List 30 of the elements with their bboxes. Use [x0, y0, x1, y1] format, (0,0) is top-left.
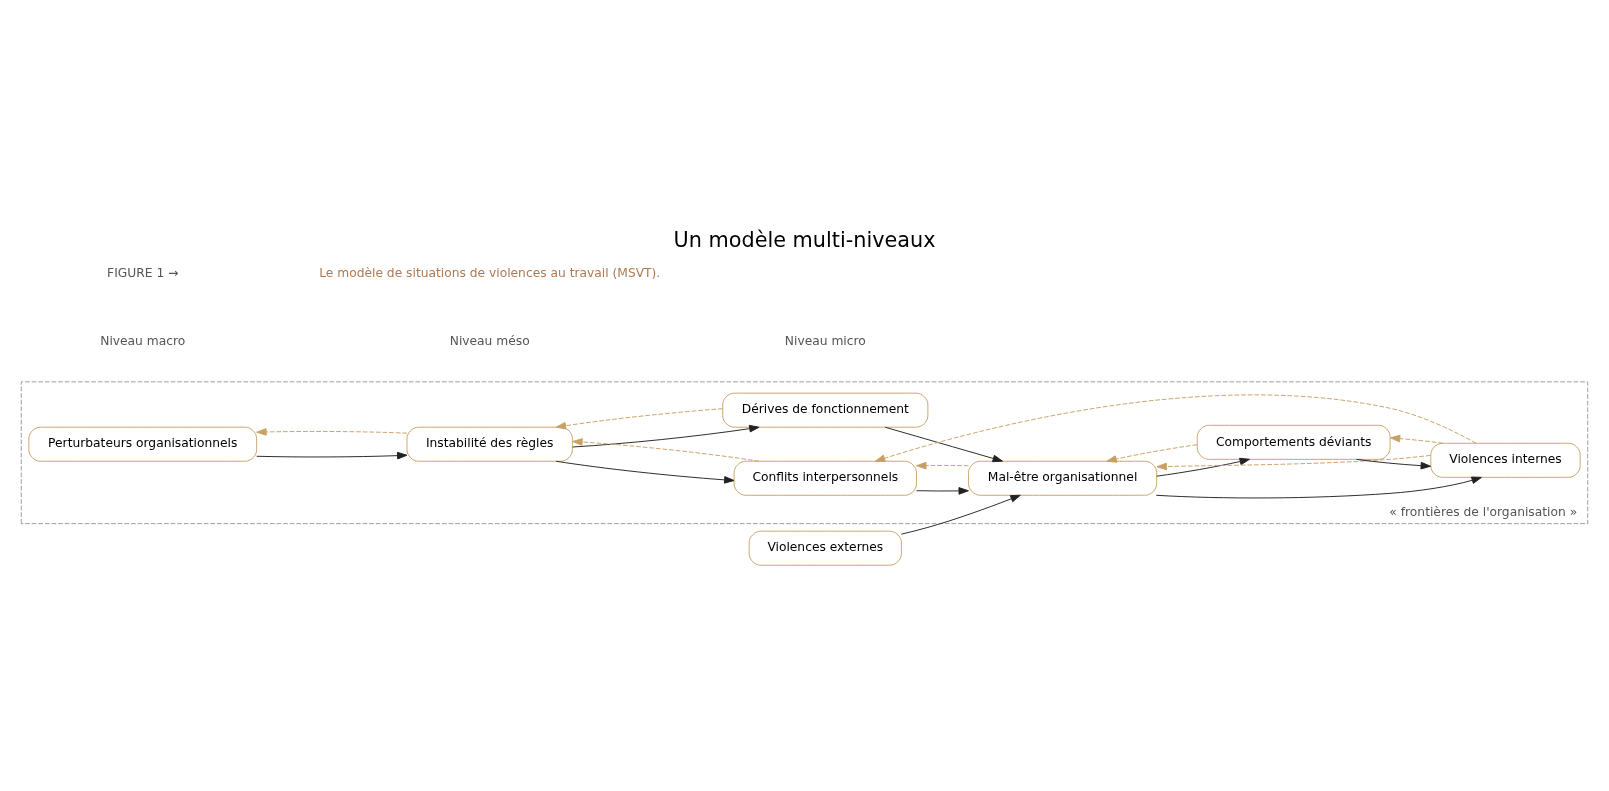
- arrow: [555, 460, 735, 484]
- arrow: [1155, 476, 1482, 498]
- arrow: [1106, 443, 1198, 463]
- arrow: [884, 426, 1003, 462]
- node-box: Comportements déviants: [1196, 424, 1391, 460]
- node-box: Dérives de fonctionnement: [722, 392, 929, 428]
- arrow: [1389, 434, 1444, 444]
- label: Niveau micro: [784, 333, 866, 348]
- node-box: Violences externes: [748, 530, 902, 566]
- arrow: [901, 494, 1021, 535]
- arrow: [1156, 454, 1431, 470]
- arrow: [256, 451, 408, 459]
- arrow: [555, 407, 723, 429]
- label: FIGURE 1 →: [107, 265, 179, 280]
- arrow: [572, 437, 760, 462]
- node-box: Conflits interpersonnels: [733, 460, 917, 496]
- label: Le modèle de situations de violences au travail (MSVT).: [319, 265, 661, 280]
- node-box: Perturbateurs organisationnels: [28, 426, 258, 462]
- label: Niveau méso: [449, 333, 530, 348]
- arrow: [916, 486, 969, 495]
- node-box: Instabilité des règles: [406, 426, 573, 462]
- diagram-title: Un modèle multi-niveaux: [673, 227, 936, 252]
- arrow: [916, 461, 969, 469]
- arrow: [1356, 458, 1431, 469]
- node-box: Mal-être organisationnel: [968, 460, 1158, 496]
- arrow: [1156, 457, 1250, 477]
- node-box: Violences internes: [1430, 442, 1581, 478]
- arrow: [572, 424, 760, 447]
- arrow: [256, 427, 408, 436]
- label: Niveau macro: [100, 333, 186, 348]
